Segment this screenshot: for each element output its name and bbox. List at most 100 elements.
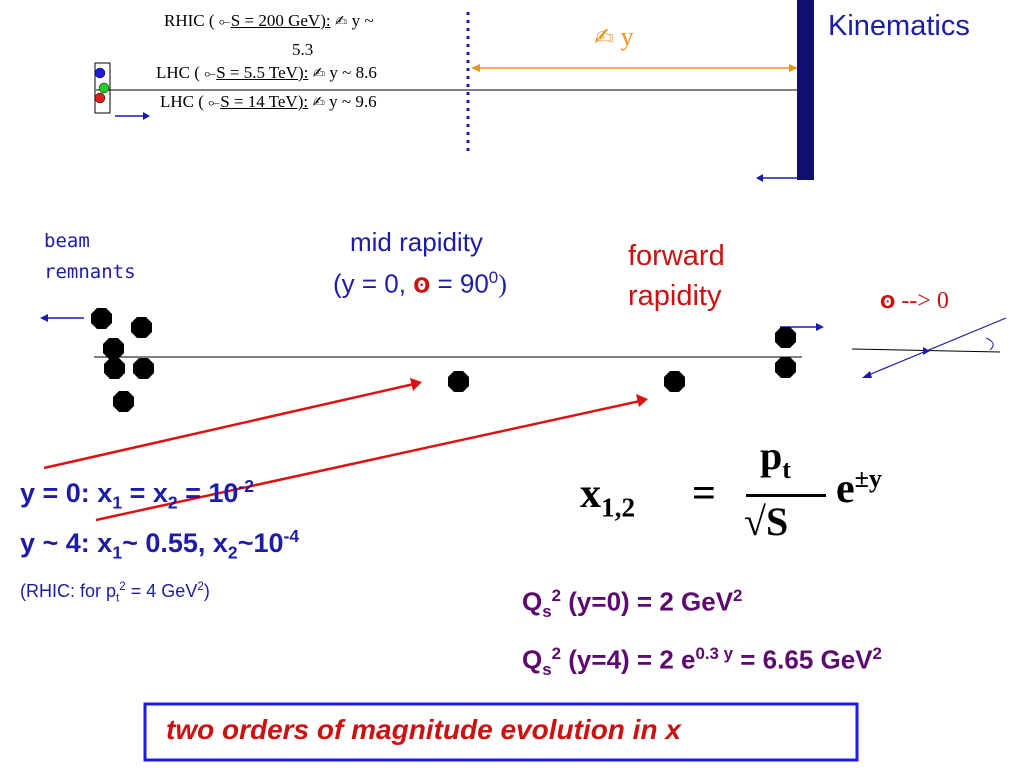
numerator-p: p — [760, 433, 783, 478]
forward-rapidity-label: forward rapidity — [628, 236, 725, 316]
note-sup2: 2 — [197, 580, 204, 593]
beam-remnants-line2: remnants — [44, 261, 136, 283]
fraction-bar — [746, 494, 826, 497]
mid-condition-right: = 90 — [437, 268, 489, 299]
qs2-q: Q — [522, 644, 543, 675]
x-values-y0: y = 0: x1 = x2 = 10-2 — [20, 476, 254, 513]
line1-part-b: = x — [122, 478, 168, 508]
line2-part-a: y ~ 4: x — [20, 528, 113, 558]
lhc55-energy: S = 5.5 TeV): — [216, 63, 309, 82]
line2-sub2: 2 — [227, 542, 238, 563]
red-arrow-2-head — [636, 394, 648, 407]
qs1-sub: s — [542, 601, 552, 621]
particle — [91, 308, 112, 329]
forward-arrow-head — [816, 323, 824, 331]
conclusion-text: two orders of magnitude evolution in x — [166, 714, 681, 745]
rhic-energy: S = 200 GeV): — [230, 11, 331, 30]
qs2-sup3: 2 — [872, 644, 882, 663]
angle-line-b — [865, 317, 1007, 377]
lhc14-dy: y ~ 9.6 — [329, 92, 377, 111]
delta-symbol-icon: ✍ — [312, 64, 326, 82]
particles — [91, 308, 796, 412]
angle-arc — [985, 337, 994, 351]
rhic-prefix: RHIC ( — [164, 11, 215, 30]
rhic-dy: y ~ — [351, 11, 374, 30]
mid-condition-close: ) — [498, 269, 507, 299]
blue-marker — [94, 67, 106, 79]
page-title: Kinematics — [828, 10, 970, 42]
x12-equals: = — [692, 471, 716, 517]
conclusion-box — [143, 702, 859, 762]
exp-base: e — [836, 466, 855, 512]
angle-arrow-a — [923, 347, 930, 355]
forward-line2: rapidity — [628, 280, 722, 312]
sqrt-symbol-icon: ⟜ — [218, 12, 231, 30]
qs2-part-c: = 6.65 GeV — [733, 644, 873, 675]
delta-symbol-icon: ✍ — [594, 23, 615, 51]
sqrt-symbol-icon: ⟜ — [204, 64, 217, 82]
rhic-note: (RHIC: for pt2 = 4 GeV2) — [20, 580, 210, 605]
sqrt-symbol-icon: ⟜ — [208, 93, 221, 111]
rhic-line: RHIC ( ⟜S = 200 GeV): ✍ y ~ — [164, 11, 374, 31]
x12-exponential: e±y — [836, 464, 882, 513]
delta-y-text: y — [620, 22, 634, 51]
qs-y4: Qs2 (y=4) = 2 e0.3 y = 6.65 GeV2 — [522, 644, 882, 680]
forward-line1: forward — [628, 240, 725, 272]
qs1-q: Q — [522, 586, 543, 617]
denominator-s: S — [765, 499, 789, 544]
qs2-part-b: (y=4) = 2 e — [561, 644, 696, 675]
x12-sub: 1,2 — [601, 492, 636, 523]
sqrt-symbol-icon: √ — [744, 499, 766, 544]
beam-remnants-label: beam remnants — [44, 226, 136, 288]
note-part-a: (RHIC: for p — [20, 581, 117, 601]
qs2-sub: s — [542, 659, 552, 679]
red-arrow-1 — [43, 382, 415, 470]
x-values-y4: y ~ 4: x1~ 0.55, x2~10-4 — [20, 526, 299, 563]
rhic-dy-continued: 5.3 — [292, 40, 314, 59]
theta-limit-label: ʘ --> 0 — [880, 288, 949, 315]
numerator-sub: t — [782, 455, 791, 484]
note-sup: 2 — [119, 580, 126, 593]
particle — [775, 327, 796, 348]
line1-sub1: 1 — [112, 492, 123, 513]
mid-condition-left: (y = 0, — [333, 268, 406, 299]
lhc55-line: LHC ( ⟜S = 5.5 TeV): ✍ y ~ 8.6 — [156, 63, 377, 83]
particle — [103, 338, 124, 359]
qs1-sup: 2 — [551, 586, 562, 605]
box-arrow-head — [143, 112, 150, 120]
qs1-part-b: (y=0) = 2 GeV — [561, 586, 734, 617]
qs2-sup: 2 — [551, 644, 562, 663]
delta-y-arrow-left — [471, 64, 480, 72]
theta-limit-text: --> 0 — [901, 288, 949, 314]
theta-symbol-icon: ʘ — [880, 292, 896, 313]
lhc55-dy: y ~ 8.6 — [329, 63, 377, 82]
note-part-c: ) — [203, 581, 210, 601]
x12-numerator: pt — [760, 432, 791, 485]
delta-y-label: ✍ y — [594, 22, 634, 52]
red-arrow-2 — [95, 399, 641, 522]
bar-arrow-head — [756, 174, 763, 182]
particle — [131, 317, 152, 338]
line2-part-b: ~ 0.55, x — [122, 528, 228, 558]
qs2-sup2: 0.3 y — [695, 644, 734, 663]
line2-sup: -4 — [283, 526, 300, 546]
qs-y0: Qs2 (y=0) = 2 GeV2 — [522, 586, 742, 622]
lhc14-energy: S = 14 TeV): — [220, 92, 309, 111]
lhc14-prefix: LHC ( — [160, 92, 204, 111]
particle — [133, 358, 154, 379]
mid-rapidity-condition: (y = 0, ʘ = 900) — [333, 268, 507, 300]
delta-symbol-icon: ✍ — [334, 12, 348, 30]
lhc14-line: LHC ( ⟜S = 14 TeV): ✍ y ~ 9.6 — [160, 92, 377, 112]
delta-y-arrow-right — [789, 64, 798, 72]
line1-part-a: y = 0: x — [20, 478, 113, 508]
particle — [448, 371, 469, 392]
red-marker — [94, 92, 106, 104]
particle — [664, 371, 685, 392]
remnant-arrow-head — [40, 314, 48, 322]
particle — [104, 358, 125, 379]
beam-remnants-line1: beam — [44, 230, 90, 252]
x12-lhs: x1,2 — [580, 470, 635, 523]
angle-arrow-b — [862, 371, 872, 378]
theta-symbol-icon: ʘ — [413, 273, 431, 298]
